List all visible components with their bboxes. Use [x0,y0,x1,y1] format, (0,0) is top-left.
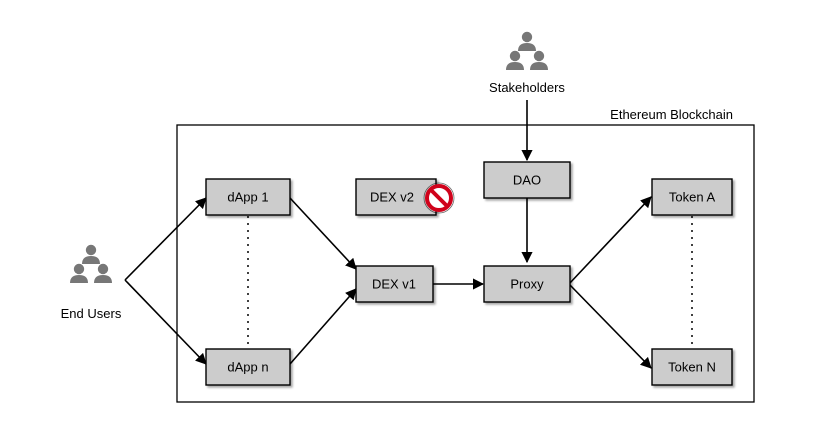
edge-proxy-tokenn [568,283,652,369]
edge-proxy-tokena [568,196,652,285]
node-dappn-label: dApp n [227,359,268,374]
node-dapp1: dApp 1 [205,178,291,216]
end-users-icon [70,244,112,283]
node-tokenn: Token N [651,348,733,386]
node-proxy: Proxy [483,265,571,303]
node-dapp1-label: dApp 1 [227,189,268,204]
node-dao-label: DAO [513,172,541,187]
node-dappn: dApp n [205,348,291,386]
prohibited-icon [423,182,455,214]
edges [124,100,693,369]
node-dexv2-label: DEX v2 [370,189,414,204]
stakeholders-label: Stakeholders [489,80,565,95]
edge-dappn-dexv1 [289,288,357,365]
node-dao: DAO [483,161,571,199]
edge-users-dappn [124,279,207,365]
node-dexv1: DEX v1 [355,265,434,303]
node-tokena: Token A [651,178,733,216]
edge-dapp1-dexv1 [289,197,357,270]
stakeholders-icon [506,31,548,70]
node-proxy-label: Proxy [510,276,544,291]
end-users-label: End Users [61,306,122,321]
node-tokena-label: Token A [669,189,716,204]
node-tokenn-label: Token N [668,359,716,374]
edge-users-dapp1 [124,197,207,281]
blockchain-container [176,124,755,403]
node-dexv1-label: DEX v1 [372,276,416,291]
container-label: Ethereum Blockchain [610,107,733,122]
